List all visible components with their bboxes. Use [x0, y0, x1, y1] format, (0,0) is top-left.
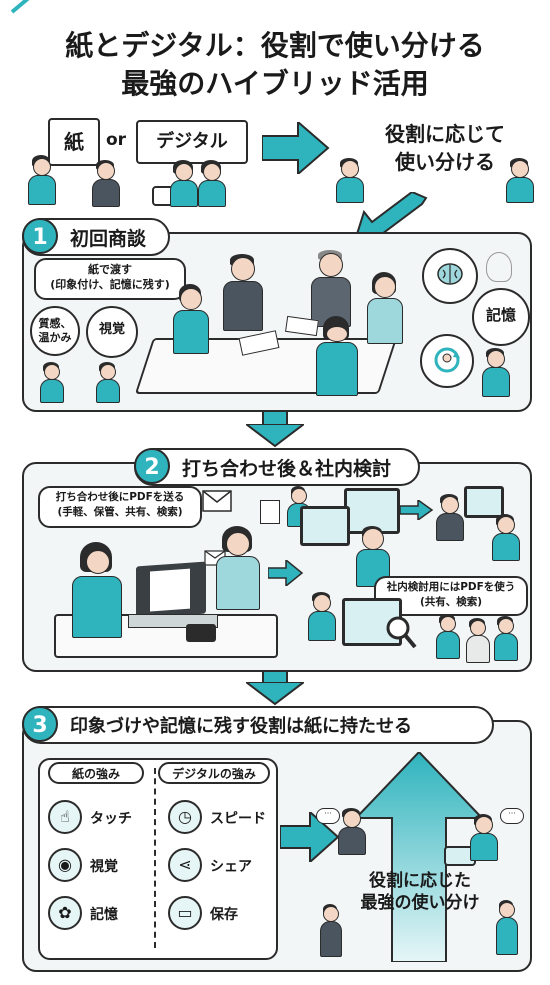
person-icon — [170, 284, 210, 354]
down-arrow-stem — [262, 670, 288, 684]
pdf-send-bubble: 打ち合わせ後にPDFを送る (手軽、保管、共有、検索) — [38, 486, 202, 528]
magnifier-icon — [386, 616, 417, 649]
internal-review-bubble: 社内検討用にはPDFを使う (共有、検索) — [374, 576, 528, 616]
section-3-heading: 印象づけや記憶に残す役割は紙に持たせる — [70, 716, 412, 737]
texture-bubble: 質感、 温かみ — [30, 306, 80, 356]
digital-strength-item: 保存 — [210, 907, 238, 923]
paper-strength-item: 記憶 — [90, 907, 118, 923]
person-icon — [490, 514, 520, 561]
person-icon — [464, 618, 490, 663]
section-1-panel: 紙で渡す (印象付け、記憶に残す) 質感、 温かみ 視覚 — [22, 232, 532, 412]
step-number: 1 — [22, 218, 58, 254]
right-arrow-icon — [280, 812, 340, 862]
eye-icon: ◉ — [48, 848, 82, 882]
section-2-header: 2 打ち合わせ後＆社内検討 — [134, 448, 420, 486]
down-arrow-icon — [246, 424, 304, 448]
step-number: 3 — [22, 706, 58, 742]
person-icon — [504, 158, 534, 203]
or-label: or — [106, 130, 127, 150]
monitor-icon — [300, 506, 350, 546]
person-icon — [364, 272, 404, 344]
down-arrow-stem — [262, 410, 288, 426]
person-icon — [434, 614, 460, 659]
person-icon — [38, 362, 64, 403]
person-icon — [434, 494, 464, 541]
digital-strengths-label: デジタルの強み — [158, 762, 270, 784]
right-arrow-icon — [268, 560, 304, 586]
right-arrow-icon — [262, 122, 330, 174]
person-icon — [68, 542, 124, 638]
section-3-panel: 紙の強み デジタルの強み ☝ タッチ ◉ 視覚 ✿ 記憶 ◷ スピード ⋖ シェ… — [22, 720, 532, 972]
page-subtitle: 最強のハイブリッド活用 — [121, 67, 429, 100]
person-icon — [94, 362, 120, 403]
person-icon — [26, 155, 56, 205]
strengths-divider — [154, 768, 156, 948]
section-1-heading: 初回商談 — [70, 228, 147, 250]
document-icon — [260, 500, 280, 524]
person-icon — [90, 160, 120, 207]
speech-dots-icon: ··· — [316, 808, 340, 824]
laptop-icon — [136, 561, 206, 619]
person-icon — [306, 592, 336, 641]
digital-strength-item: シェア — [210, 859, 252, 875]
section-3-header: 3 印象づけや記憶に残す役割は紙に持たせる — [22, 706, 494, 744]
folder-icon: ▭ — [168, 896, 202, 930]
down-arrow-icon — [246, 682, 304, 706]
step-number: 2 — [134, 448, 170, 484]
person-icon — [168, 160, 198, 207]
paper-strength-item: 視覚 — [90, 859, 118, 875]
video-call-monitor-icon — [464, 486, 504, 518]
digital-strength-item: スピード — [210, 811, 266, 827]
person-icon — [318, 904, 342, 958]
corner-accent-icon — [10, 0, 31, 14]
visual-bubble: 視覚 — [86, 306, 138, 358]
speech-dots-icon: ··· — [500, 808, 524, 824]
person-icon — [480, 348, 510, 398]
role-text: 役割に応じて 使い分ける — [385, 122, 505, 174]
share-icon: ⋖ — [168, 848, 202, 882]
section-2-heading: 打ち合わせ後＆社内検討 — [182, 458, 392, 480]
envelope-icon — [202, 490, 232, 512]
right-arrow-icon — [400, 500, 434, 520]
person-icon — [220, 254, 264, 332]
brain-icon: ✿ — [48, 896, 82, 930]
person-icon — [334, 158, 364, 203]
person-icon — [196, 160, 226, 207]
section-2-panel: 打ち合わせ後にPDFを送る (手軽、保管、共有、検索) — [22, 462, 532, 672]
recall-icon — [420, 334, 474, 388]
memory-bubble: 記憶 — [472, 288, 530, 346]
person-icon — [314, 316, 358, 396]
stopwatch-icon: ◷ — [168, 800, 202, 834]
document-icon — [285, 315, 319, 337]
brain-icon — [422, 248, 478, 304]
paper-handout-bubble: 紙で渡す (印象付け、記憶に残す) — [34, 258, 186, 300]
person-icon — [336, 808, 366, 855]
smartphone-icon — [186, 624, 216, 642]
person-icon — [468, 814, 498, 861]
person-icon — [212, 526, 262, 610]
paper-strength-item: タッチ — [90, 811, 132, 827]
person-icon — [494, 900, 518, 956]
result-text: 役割に応じた 最強の使い分け — [360, 871, 480, 913]
paper-strengths-label: 紙の強み — [48, 762, 144, 784]
touch-icon: ☝ — [48, 800, 82, 834]
person-icon — [492, 616, 518, 661]
page-title: 紙とデジタル：役割で使い分ける — [65, 29, 485, 62]
paper-chip: 紙 — [48, 118, 100, 166]
section-1-header: 1 初回商談 — [22, 218, 170, 256]
digital-chip: デジタル — [136, 120, 248, 164]
head-silhouette-icon — [486, 252, 512, 282]
